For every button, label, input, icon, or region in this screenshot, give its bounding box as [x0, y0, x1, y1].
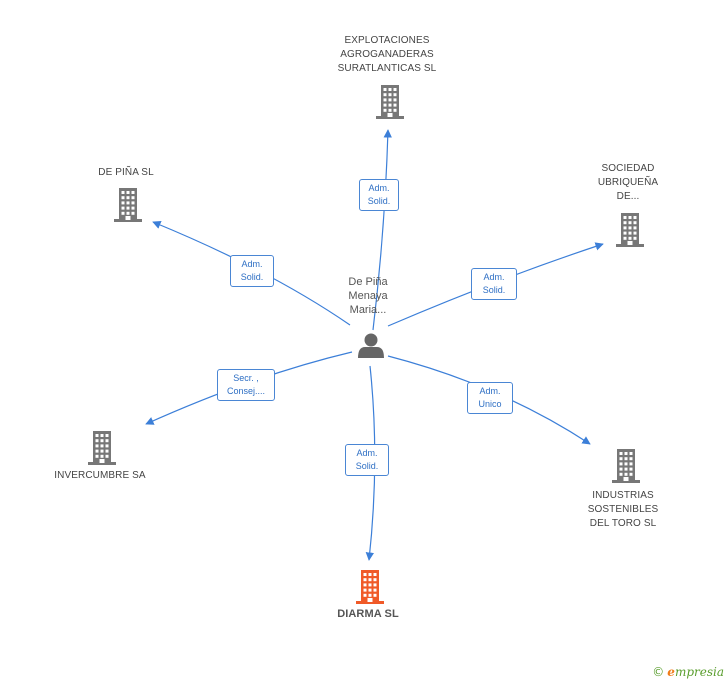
building-icon-industrias[interactable]: [612, 449, 640, 483]
copyright-icon: ©: [652, 665, 665, 679]
company-label-line: SURATLANTICAS SL: [337, 63, 437, 74]
role-badge-depina[interactable]: Adm. Solid.: [230, 255, 274, 287]
center-label-line: De Piña: [348, 276, 388, 288]
company-label-line: EXPLOTACIONES: [344, 35, 430, 46]
center-label-line: Menaya: [348, 290, 388, 302]
role-badge-explotaciones[interactable]: Adm. Solid.: [359, 179, 399, 211]
company-label-depina[interactable]: DE PIÑA SL: [81, 166, 171, 180]
role-badge-line: Solid.: [482, 285, 506, 295]
company-label-line: DEL TORO SL: [589, 518, 657, 529]
person-icon[interactable]: [358, 333, 384, 359]
company-label-line: UBRIQUEÑA: [597, 177, 659, 188]
empresia-watermark: ©empresia: [652, 665, 724, 679]
role-badge-industrias[interactable]: Adm. Unico: [467, 382, 513, 414]
company-label-sociedad[interactable]: SOCIEDAD UBRIQUEÑA DE...: [583, 162, 673, 204]
role-badge-line: Adm.: [241, 259, 263, 269]
building-icon-depina[interactable]: [114, 188, 142, 222]
company-label-diarma[interactable]: DIARMA SL: [318, 607, 418, 621]
building-icon-sociedad[interactable]: [616, 213, 644, 247]
brand-name: mpresia: [674, 665, 724, 679]
building-icon-invercumbre[interactable]: [88, 431, 116, 465]
company-label-line: SOCIEDAD: [601, 163, 655, 174]
company-label-line: INVERCUMBRE SA: [54, 470, 146, 481]
role-badge-line: Solid.: [240, 272, 264, 282]
role-badge-invercumbre[interactable]: Secr. , Consej....: [217, 369, 275, 401]
company-label-industrias[interactable]: INDUSTRIAS SOSTENIBLES DEL TORO SL: [573, 489, 673, 531]
role-badge-line: Adm.: [356, 448, 378, 458]
role-badge-line: Consej....: [226, 386, 266, 396]
role-badge-line: Adm.: [483, 272, 505, 282]
company-label-line: DE PIÑA SL: [98, 167, 154, 178]
company-label-line: INDUSTRIAS: [592, 490, 654, 501]
role-badge-line: Solid.: [355, 461, 379, 471]
company-label-line: AGROGANADERAS: [340, 49, 434, 60]
company-label-line: DE...: [616, 191, 640, 202]
role-badge-line: Adm.: [479, 386, 501, 396]
role-badge-line: Adm.: [368, 183, 390, 193]
edge-explotaciones: [372, 129, 392, 331]
company-label-line: SOSTENIBLES: [587, 504, 659, 515]
role-badge-line: Unico: [478, 399, 502, 409]
company-label-invercumbre[interactable]: INVERCUMBRE SA: [40, 469, 160, 483]
company-label-explotaciones[interactable]: EXPLOTACIONES AGROGANADERAS SURATLANTICAS …: [322, 34, 452, 76]
brand-initial: e: [667, 665, 675, 679]
role-badge-line: Solid.: [367, 196, 391, 206]
role-badge-line: Secr. ,: [233, 373, 259, 383]
building-icon-explotaciones[interactable]: [376, 85, 404, 119]
company-label-line: DIARMA SL: [337, 608, 399, 620]
role-badge-sociedad[interactable]: Adm. Solid.: [471, 268, 517, 300]
center-label-line: Maria...: [349, 304, 387, 316]
role-badge-diarma[interactable]: Adm. Solid.: [345, 444, 389, 476]
building-icon-diarma[interactable]: [356, 570, 384, 604]
